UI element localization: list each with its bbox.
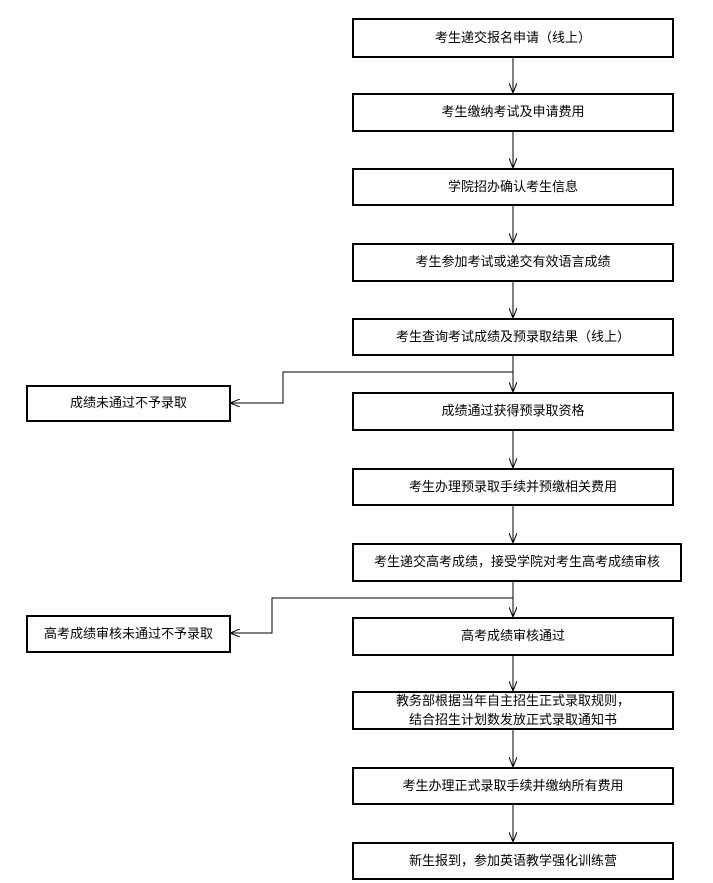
reject-1-label: 成绩未通过不予录取 xyxy=(69,396,187,411)
step-8-label: 考生递交高考成绩，接受学院对考生高考成绩审核 xyxy=(373,555,660,570)
arrow-step8-reject2 xyxy=(231,597,513,633)
step-5-label: 考生查询考试成绩及预录取结果（线上） xyxy=(395,329,630,345)
step-3-label: 学院招办确认考生信息 xyxy=(447,179,578,195)
step-2-box: 考生缴纳考试及申请费用 xyxy=(352,93,674,132)
step-1-box: 考生递交报名申请（线上） xyxy=(352,18,674,58)
step-11-label: 考生办理正式录取手续并缴纳所有费用 xyxy=(402,778,624,794)
step-4-label: 考生参加考试或递交有效语言成绩 xyxy=(415,255,611,270)
step-12-label: 新生报到，参加英语教学强化训练营 xyxy=(408,853,617,869)
reject-1-box: 成绩未通过不予录取 xyxy=(26,385,231,422)
step-9-box: 高考成绩审核通过 xyxy=(352,617,674,656)
step-6-label: 成绩通过获得预录取资格 xyxy=(441,404,585,419)
step-2-label: 考生缴纳考试及申请费用 xyxy=(441,105,585,120)
reject-2-label: 高考成绩审核未通过不予录取 xyxy=(43,626,213,642)
step-1-label: 考生递交报名申请（线上） xyxy=(434,30,591,46)
step-11-box: 考生办理正式录取手续并缴纳所有费用 xyxy=(352,767,674,805)
step-7-box: 考生办理预录取手续并预缴相关费用 xyxy=(352,468,674,506)
step-4-box: 考生参加考试或递交有效语言成绩 xyxy=(352,243,674,282)
step-9-label: 高考成绩审核通过 xyxy=(460,629,565,644)
step-5-box: 考生查询考试成绩及预录取结果（线上） xyxy=(352,318,674,356)
step-10-label: 教务部根据当年自主招生正式录取规则， 结合招生计划数发放正式录取通知书 xyxy=(395,693,630,728)
reject-2-box: 高考成绩审核未通过不予录取 xyxy=(26,615,231,653)
arrow-step5-reject1 xyxy=(231,371,513,403)
step-6-box: 成绩通过获得预录取资格 xyxy=(352,392,674,431)
step-8-box: 考生递交高考成绩，接受学院对考生高考成绩审核 xyxy=(352,543,682,582)
step-12-box: 新生报到，参加英语教学强化训练营 xyxy=(352,842,674,880)
step-7-label: 考生办理预录取手续并预缴相关费用 xyxy=(408,479,617,495)
step-3-box: 学院招办确认考生信息 xyxy=(352,168,674,206)
step-10-box: 教务部根据当年自主招生正式录取规则， 结合招生计划数发放正式录取通知书 xyxy=(352,691,674,730)
